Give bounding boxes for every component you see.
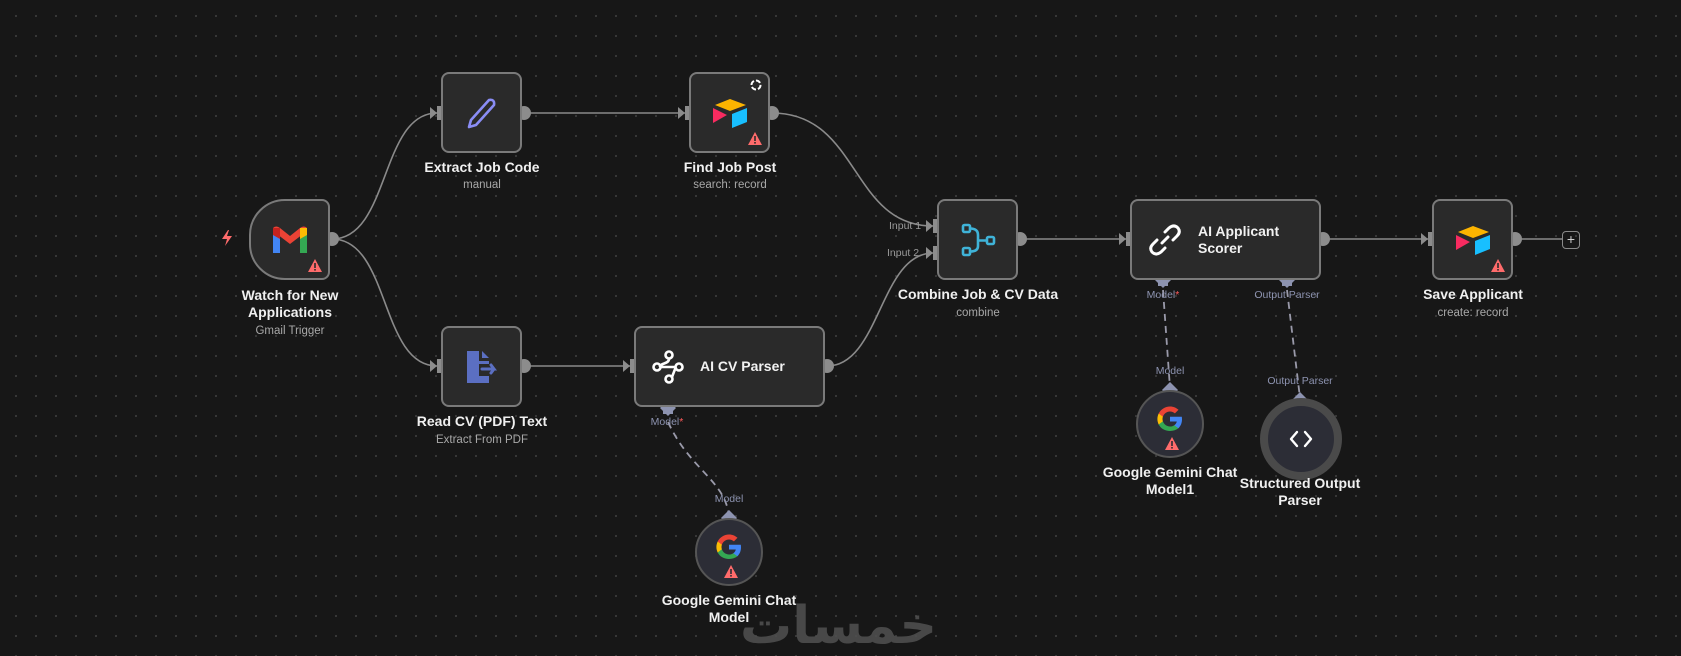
google-icon [716, 534, 741, 559]
code-brackets-icon [1289, 430, 1313, 448]
input-handle [437, 359, 443, 373]
port-label-model: Model* [1146, 289, 1180, 301]
input-handle [685, 106, 691, 120]
node-label: Extract Job Code [424, 159, 540, 175]
node-read-cv[interactable] [441, 326, 522, 407]
port-label-model: Model [1155, 365, 1185, 377]
edge-gmail-to-extract [331, 112, 438, 240]
edge-gemini-to-parser [667, 421, 730, 517]
input-handle [630, 359, 636, 373]
input-label: Input 1 [889, 220, 922, 232]
node-subtitle: Gmail Trigger [255, 325, 325, 337]
airtable-icon [712, 98, 747, 128]
node-subtitle: manual [463, 179, 501, 191]
input-handle [933, 246, 939, 260]
port-label-output-parser: Output Parser [1267, 375, 1333, 387]
node-title: AI CV Parser [700, 358, 785, 374]
link-icon [1149, 224, 1181, 255]
node-subtitle: create: record [1437, 307, 1509, 319]
node-label: Read CV (PDF) Text [416, 413, 548, 429]
add-node-button[interactable]: + [1562, 231, 1580, 249]
merge-icon [961, 223, 995, 256]
google-icon [1157, 406, 1182, 431]
node-watch-applications[interactable] [249, 199, 330, 280]
edge-parser-to-combine [826, 252, 934, 367]
port-label-output-parser: Output Parser [1254, 289, 1320, 301]
edge-find-to-combine [771, 112, 934, 227]
warning-icon [1165, 437, 1179, 450]
warning-icon [748, 132, 762, 145]
ai-chain-icon [652, 349, 684, 384]
warning-icon [308, 259, 322, 272]
node-extract-job-code[interactable] [441, 72, 522, 153]
edge-structured-to-scorer [1286, 289, 1301, 399]
node-gemini-chat-model1[interactable] [1136, 390, 1204, 458]
node-subtitle: combine [956, 307, 1000, 319]
input-handle [1428, 232, 1434, 246]
input-label: Input 2 [887, 247, 920, 259]
node-find-job-post[interactable] [689, 72, 770, 153]
trigger-bolt-icon [222, 230, 232, 246]
node-label: Find Job Post [683, 159, 777, 175]
node-structured-output-parser[interactable] [1260, 398, 1342, 480]
node-label: Combine Job & CV Data [897, 286, 1059, 302]
warning-icon [1491, 259, 1505, 272]
node-save-applicant[interactable] [1432, 199, 1513, 280]
node-combine-job-cv[interactable] [937, 199, 1018, 280]
port-label-model: Model [714, 493, 744, 505]
node-label: Save Applicant [1423, 286, 1523, 302]
port-label-model: Model* [650, 416, 684, 428]
input-handle [437, 106, 443, 120]
gmail-icon [272, 226, 307, 253]
file-export-icon [466, 350, 497, 383]
watermark-logo: خمسات [740, 596, 938, 656]
node-subtitle: Extract From PDF [435, 434, 529, 446]
node-gemini-chat-model[interactable] [695, 518, 763, 586]
warning-icon [724, 565, 738, 578]
pencil-icon [467, 98, 495, 128]
input-handle [933, 219, 939, 233]
node-ai-cv-parser[interactable]: AI CV Parser [634, 326, 825, 407]
running-indicator-icon [750, 79, 762, 91]
airtable-icon [1455, 225, 1490, 255]
edge-gemini1-to-scorer [1162, 289, 1171, 389]
node-subtitle: search: record [693, 179, 767, 191]
input-handle [1126, 232, 1132, 246]
edge-gmail-to-readcv [331, 238, 438, 367]
